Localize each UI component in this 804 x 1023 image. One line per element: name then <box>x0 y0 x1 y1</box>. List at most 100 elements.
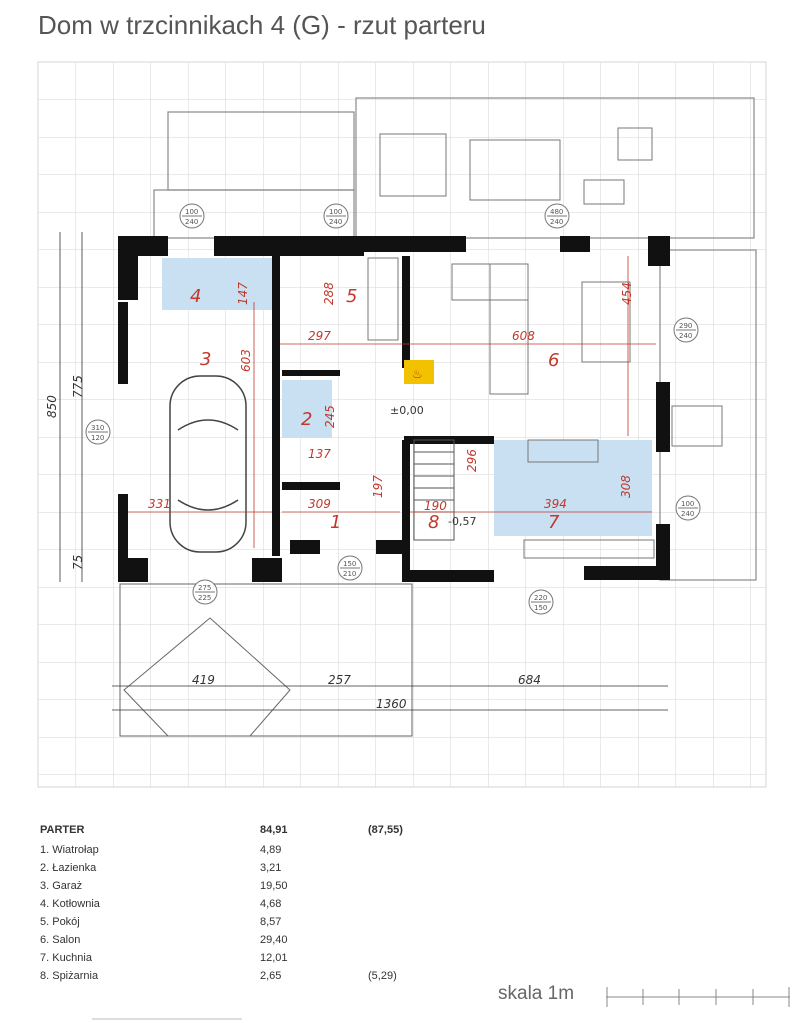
window-tag-bottom: 150 <box>534 604 547 612</box>
staircase <box>413 439 455 541</box>
area-room-name: 6. Salon <box>40 934 81 946</box>
room-2-highlight <box>282 380 332 438</box>
window-tag-top: 100 <box>185 208 198 216</box>
scale-label: skala 1m <box>498 983 575 1004</box>
scale-bar: skala 1m <box>498 983 798 1013</box>
dim-label: 331 <box>148 497 171 511</box>
area-room-alt: (5,29) <box>368 970 397 982</box>
overall-dimension-labels: 850 775 75 419 257 684 1360 <box>45 375 541 711</box>
walls <box>118 236 670 582</box>
window-tag-bottom: 240 <box>679 332 692 340</box>
area-room-value: 29,40 <box>260 934 288 946</box>
area-room-value: 3,21 <box>260 862 282 874</box>
footer-divider <box>92 1018 242 1020</box>
area-room-value: 4,68 <box>260 898 282 910</box>
room-2-number: 2 <box>301 409 312 430</box>
window-tag-bottom: 240 <box>329 218 342 226</box>
area-row: 1. Wiatrołap 4,89 <box>40 844 460 860</box>
dim-width-1: 419 <box>192 673 215 687</box>
area-row: 7. Kuchnia 12,01 <box>40 952 460 968</box>
dim-total-height: 850 <box>45 395 59 418</box>
area-row: 6. Salon 29,40 <box>40 934 460 950</box>
dim-label: 245 <box>323 405 337 428</box>
area-row: 5. Pokój 8,57 <box>40 916 460 932</box>
window-tag: 100 240 <box>179 203 205 229</box>
area-header-value: 84,91 <box>260 824 288 836</box>
dim-width-3: 684 <box>518 673 541 687</box>
window-tag: 100 240 <box>323 203 349 229</box>
window-tag-top: 480 <box>550 208 563 216</box>
dim-label: 603 <box>239 349 253 372</box>
window-tag-top: 220 <box>534 594 547 602</box>
area-row: 2. Łazienka 3,21 <box>40 862 460 878</box>
dim-label: 608 <box>512 329 535 343</box>
grid-background <box>37 61 767 788</box>
area-header-name: PARTER <box>40 824 85 836</box>
window-tag: 220 150 <box>528 589 554 615</box>
window-tag-top: 100 <box>329 208 342 216</box>
dim-label: 296 <box>465 449 479 472</box>
area-table-header: PARTER 84,91 (87,55) <box>40 824 460 840</box>
dim-height: 775 <box>71 375 85 398</box>
dim-label: 197 <box>371 475 385 498</box>
area-room-value: 8,57 <box>260 916 282 928</box>
area-room-value: 19,50 <box>260 880 288 892</box>
area-room-name: 1. Wiatrołap <box>40 844 99 856</box>
dim-label: 288 <box>322 282 336 305</box>
window-tag: 275 225 <box>192 579 218 605</box>
window-tag-bottom: 240 <box>550 218 563 226</box>
area-room-value: 2,65 <box>260 970 282 982</box>
window-tag-top: 310 <box>91 424 104 432</box>
furniture <box>367 127 723 559</box>
floor-plan: ♨ <box>37 61 767 788</box>
svg-text:♨: ♨ <box>412 367 423 381</box>
area-header-alt: (87,55) <box>368 824 403 836</box>
window-tag-bottom: 240 <box>185 218 198 226</box>
dim-label: 394 <box>544 497 567 511</box>
dim-total-width: 1360 <box>376 697 407 711</box>
area-row: 3. Garaż 19,50 <box>40 880 460 896</box>
area-room-name: 5. Pokój <box>40 916 80 928</box>
carport-roof <box>119 583 413 737</box>
level-markers: ±0,00 -0,57 <box>390 404 476 528</box>
room-5-number: 5 <box>346 286 357 307</box>
dim-width-2: 257 <box>328 673 351 687</box>
area-room-name: 2. Łazienka <box>40 862 97 874</box>
window-tag-top: 275 <box>198 584 211 592</box>
area-room-name: 3. Garaż <box>40 880 83 892</box>
page-title: Dom w trzcinnikach 4 (G) - rzut parteru <box>38 10 486 40</box>
area-room-value: 4,89 <box>260 844 282 856</box>
area-row: 8. Spiżarnia 2,65 (5,29) <box>40 970 460 986</box>
level-marker-ground: ±0,00 <box>390 404 424 417</box>
dim-offset: 75 <box>71 555 85 570</box>
area-room-name: 4. Kotłownia <box>40 898 100 910</box>
window-tag: 290 240 <box>673 317 699 343</box>
room-4-highlight <box>162 258 272 310</box>
window-tag-bottom: 210 <box>343 570 356 578</box>
window-tag-bottom: 120 <box>91 434 104 442</box>
car-outline <box>169 375 247 553</box>
dimension-labels: 147 288 297 608 454 603 245 137 331 309 … <box>148 282 634 513</box>
room-numbers: 1 2 3 4 5 6 7 8 <box>190 286 560 533</box>
level-marker-pantry: -0,57 <box>448 515 476 528</box>
window-tag-top: 100 <box>681 500 694 508</box>
room-7-number: 7 <box>548 512 560 533</box>
room-6-number: 6 <box>548 350 559 371</box>
window-tag-bottom: 240 <box>681 510 694 518</box>
area-room-value: 12,01 <box>260 952 288 964</box>
dim-label: 137 <box>308 447 331 461</box>
window-tag-top: 150 <box>343 560 356 568</box>
dimension-lines <box>128 256 656 548</box>
area-room-name: 7. Kuchnia <box>40 952 92 964</box>
room-8-number: 8 <box>428 512 439 533</box>
room-3-number: 3 <box>200 349 211 370</box>
dim-label: 297 <box>308 329 331 343</box>
area-row: 4. Kotłownia 4,68 <box>40 898 460 914</box>
window-tag: 100 240 <box>675 495 701 521</box>
dim-label: 190 <box>424 499 447 513</box>
room-1-number: 1 <box>330 512 341 533</box>
room-4-number: 4 <box>190 286 201 307</box>
area-room-name: 8. Spiżarnia <box>40 970 99 982</box>
overall-dimension-lines <box>59 232 668 711</box>
fireplace <box>404 360 434 384</box>
